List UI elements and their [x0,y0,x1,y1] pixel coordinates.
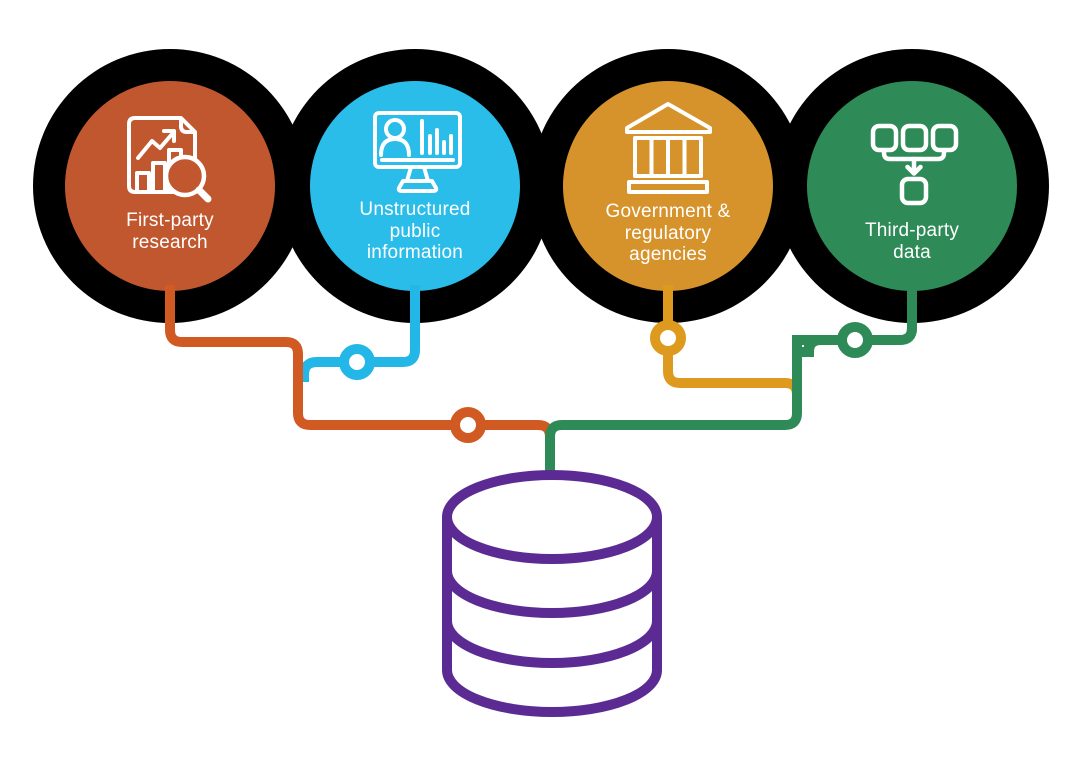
person-shoulders [379,137,411,157]
junction-node-government [650,320,686,356]
node-label-government: Government & regulatory agencies [568,201,768,266]
person-head [384,118,406,140]
magnifier-lens [163,154,207,198]
magnifier-handle [195,186,212,203]
trend-arrow-line [136,131,175,160]
hierarchy-box-2 [900,123,929,153]
bar-2 [151,161,167,194]
bank-base [627,180,709,194]
label-line: information [366,242,464,263]
monitor-frame [373,111,462,169]
government-building-icon [625,102,712,194]
node-circle-unstructured [310,81,520,291]
junction-nodes [339,320,873,443]
monitor-person-chart-icon [373,111,462,193]
label-line: data [893,241,931,263]
hierarchy-data-icon [870,123,959,206]
label-line: Government & [605,201,731,222]
bar-1 [135,171,151,194]
research-document-magnifier-icon [127,116,212,203]
label-line: agencies [629,244,707,265]
node-circle-third-party [807,81,1017,291]
database-divider-2 [442,620,662,668]
label-line: research [132,231,208,253]
trend-arrow-head [162,129,176,143]
monitor-stand-base [396,179,439,193]
node-circle-government [563,81,773,291]
document-fold [179,117,196,134]
database-cylinder-icon [442,470,662,717]
hierarchy-box-1 [870,123,899,153]
monitor-stand-neck [405,165,430,183]
database-top-ellipse [442,470,662,564]
label-line: First-party [126,210,214,231]
label-line: regulatory [624,222,712,244]
label-line: public [389,220,441,242]
node-label-unstructured: Unstructured public information [315,199,515,264]
label-line: Unstructured [359,199,471,220]
junction-node-first-party [450,407,486,443]
database-divider-1 [442,570,662,618]
hierarchy-arrow-head [905,164,923,176]
node-label-first-party: First-party research [70,210,270,253]
database-bottom-arc [442,669,662,717]
node-label-third-party: Third-party data [812,220,1012,263]
junction-node-third-party [837,322,873,358]
junction-node-unstructured [339,344,375,380]
connector-third-party [545,285,917,478]
bank-pediment [625,102,712,134]
connector-first-party [165,285,555,450]
hierarchy-box-3 [930,123,959,153]
connectors [165,285,917,478]
label-line: Third-party [864,220,960,241]
hierarchy-box-4 [899,176,929,206]
